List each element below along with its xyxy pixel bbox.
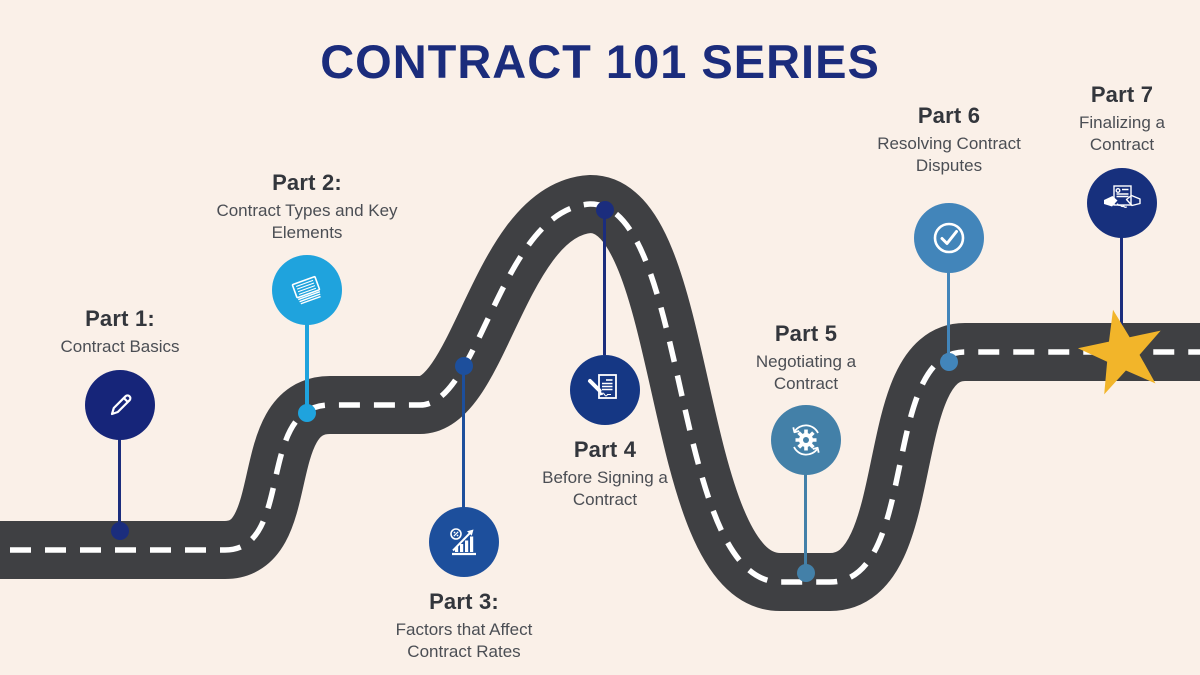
part-6-road-dot <box>940 353 958 371</box>
part-1-marker <box>85 370 155 440</box>
part-3-road-dot <box>455 357 473 375</box>
part-3-marker <box>429 507 499 577</box>
part-6-description: Resolving Contract Disputes <box>877 134 1021 175</box>
growth-chart-icon <box>450 528 476 556</box>
handshake-icon <box>1104 185 1141 208</box>
part-1-label: Part 1: Contract Basics <box>25 306 215 358</box>
part-3-description: Factors that Affect Contract Rates <box>395 620 533 661</box>
part-2-label: Part 2: Contract Types and Key Elements <box>202 170 412 244</box>
part-4-road-dot <box>596 201 614 219</box>
part-7-marker <box>1087 168 1157 238</box>
part-6-connector-line <box>947 271 950 362</box>
part-3-connector-line <box>462 368 465 508</box>
paper-stack-icon <box>291 275 321 305</box>
part-5-marker <box>771 405 841 475</box>
part-2-heading: Part 2: <box>272 170 342 195</box>
page-title: CONTRACT 101 SERIES <box>320 35 880 88</box>
part-1-connector-line <box>118 438 121 533</box>
part-7-description: Finalizing a Contract <box>1079 113 1165 154</box>
checkmark-icon <box>933 222 965 254</box>
part-5-connector-line <box>804 473 807 573</box>
part-2-road-dot <box>298 404 316 422</box>
part-2-connector-line <box>305 323 309 415</box>
part-7-heading: Part 7 <box>1090 82 1154 107</box>
part-6-heading: Part 6 <box>917 103 981 128</box>
part-5-road-dot <box>797 564 815 582</box>
part-1-road-dot <box>111 522 129 540</box>
part-1-description: Contract Basics <box>60 337 180 356</box>
part-4-description: Before Signing a Contract <box>542 468 668 509</box>
part-5-description: Negotiating a Contract <box>755 352 857 393</box>
part-5-label: Part 5 Negotiating a Contract <box>731 321 881 395</box>
part-3-label: Part 3: Factors that Affect Contract Rat… <box>374 589 554 663</box>
star-icon <box>1077 309 1161 395</box>
road-centerline <box>0 201 1200 585</box>
signing-document-icon <box>588 374 617 399</box>
part-1-heading: Part 1: <box>85 306 155 331</box>
part-2-description: Contract Types and Key Elements <box>216 201 398 242</box>
part-2-marker <box>272 255 342 325</box>
part-5-heading: Part 5 <box>774 321 838 346</box>
pencil-icon <box>110 394 132 416</box>
part-7-label: Part 7 Finalizing a Contract <box>1052 82 1192 156</box>
part-3-heading: Part 3: <box>429 589 499 614</box>
part-4-heading: Part 4 <box>573 437 637 462</box>
gear-sync-icon <box>792 424 820 456</box>
part-6-label: Part 6 Resolving Contract Disputes <box>854 103 1044 177</box>
part-4-connector-line <box>603 212 606 355</box>
part-4-marker <box>570 355 640 425</box>
part-7-connector-line <box>1120 236 1123 346</box>
part-4-label: Part 4 Before Signing a Contract <box>520 437 690 511</box>
part-6-marker <box>914 203 984 273</box>
